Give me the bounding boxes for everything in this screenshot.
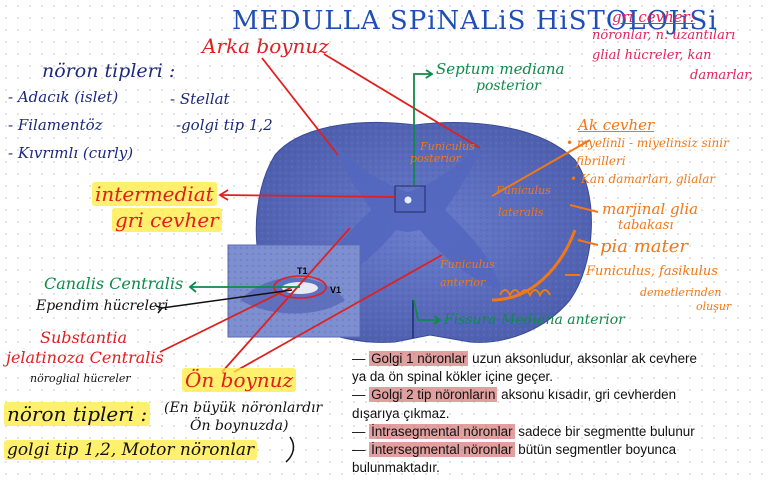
note-text-5: sadece bir segmentte bulunur: [514, 423, 695, 439]
gray-matter-line-2: glial hücreler, kan: [592, 48, 712, 63]
label-intermediat-text: intermediat: [92, 182, 217, 206]
gray-matter-region: [316, 140, 500, 290]
label-septum: Septum mediana: [436, 60, 565, 78]
funiculus-note-2: demetlerinden: [640, 286, 722, 299]
label-pia-mater: pia mater: [600, 236, 689, 257]
label-arka-boynuz: Arka boynuz: [202, 34, 329, 58]
label-gri-cevher: gri cevher: [112, 208, 222, 232]
label-gri-cevher-text: gri cevher: [112, 208, 222, 232]
white-matter-line-1: • myelinli - miyelinsiz sinir: [566, 136, 729, 150]
label-substantia-2: jelatinoza Centralis: [6, 348, 164, 367]
neuron-type-filamentoz: - Filamentöz: [8, 116, 103, 134]
neuron-type-curly: - Kıvrımlı (curly): [8, 144, 134, 162]
label-funiculus-posterior-2: posterior: [410, 152, 461, 165]
funiculus-note-3: oluşur: [696, 300, 732, 313]
neuron-types-heading: nöron tipleri :: [42, 60, 176, 82]
note-line-1: — Golgi 1 nöronlar uzun aksonludur, akso…: [352, 351, 697, 366]
central-canal: [404, 196, 412, 204]
note-line-2: ya da ön spinal kökler içine geçer.: [352, 368, 764, 386]
note-line-5: — İntrasegmental nöronlar sadece bir seg…: [352, 423, 695, 439]
neuron-types-paren-1: (En büyük nöronlardır: [164, 400, 323, 416]
inset-marker-t: T1: [297, 266, 308, 276]
note-line-6: — İntersegmental nöronlar bütün segmentl…: [352, 442, 677, 458]
neuron-types-bottom-line-text: golgi tip 1,2, Motor nöronlar: [4, 440, 258, 460]
label-canalis-centralis: Canalis Centralis: [44, 274, 184, 293]
label-on-boynuz: Ön boynuz: [182, 368, 297, 392]
label-funiculus-lateralis-2: lateralis: [498, 206, 544, 219]
label-funiculus-lateralis: Funiculus: [496, 184, 551, 197]
white-matter-heading: Ak cevher: [578, 116, 655, 134]
gray-matter-line-1: nöronlar, n. uzantıları: [592, 28, 736, 43]
label-ependim: Ependim hücreleri: [36, 298, 169, 314]
neuron-types-bottom-heading-text: nöron tipleri :: [4, 402, 151, 426]
gray-matter-line-3: damarlar,: [690, 68, 754, 83]
note-text-3: aksonu kısadır, gri cevherden: [497, 387, 677, 403]
label-funiculus-anterior: Funiculus: [440, 258, 495, 271]
label-on-boynuz-text: Ön boynuz: [182, 368, 297, 392]
note-line-4: dışarıya çıkmaz.: [352, 405, 764, 423]
inset-marker-v: V1: [330, 285, 342, 295]
note-text-6: bütün segmentler boyunca: [514, 442, 677, 458]
note-line-7: bulunmaktadır.: [352, 459, 764, 477]
label-septum-2: posterior: [476, 78, 541, 94]
neuron-types-paren-2: Ön boynuzda): [190, 418, 289, 434]
neuron-type-stellat: - Stellat: [170, 90, 230, 108]
note-line-3: — Golgi 2 tip nöronların aksonu kısadır,…: [352, 387, 677, 403]
label-substantia: Substantia: [40, 328, 128, 347]
funiculus-note-1: Funiculus, fasikulus: [586, 264, 718, 279]
notes-block: — Golgi 1 nöronlar uzun aksonludur, akso…: [352, 350, 764, 477]
label-noroglial: nöroglial hücreler: [30, 372, 131, 385]
note-hl-6: İntersegmental nöronlar: [369, 442, 515, 458]
label-funiculus-anterior-2: anterior: [440, 276, 486, 289]
page-title: MEDULLA SPiNALiS HiSTOLOJiSi: [232, 6, 718, 36]
note-hl-1: Golgi 1 nöronlar: [369, 351, 469, 366]
note-text-1: uzun aksonludur, aksonlar ak cevhere: [468, 351, 697, 366]
note-hl-3: Golgi 2 tip nöronların: [369, 387, 498, 403]
neuron-types-bottom-line: golgi tip 1,2, Motor nöronlar: [4, 440, 258, 460]
label-marjinal-glia-2: tabakası: [618, 218, 674, 233]
neuron-type-islet: - Adacık (islet): [8, 88, 119, 106]
neuron-type-golgi: -golgi tip 1,2: [176, 116, 273, 134]
neuron-types-bottom-heading: nöron tipleri :: [4, 402, 151, 426]
note-text-4: dışarıya çıkmaz.: [352, 405, 450, 421]
note-text-7: bulunmaktadır.: [352, 460, 440, 476]
label-funiculus-posterior: Funiculus: [420, 140, 475, 153]
note-hl-5: İntrasegmental nöronlar: [369, 423, 515, 439]
white-matter-line-2: fibrilleri: [576, 154, 626, 168]
label-intermediat: intermediat: [92, 182, 217, 206]
note-text-2: ya da ön spinal kökler içine geçer.: [352, 369, 553, 385]
label-marjinal-glia: marjinal glia: [602, 200, 699, 218]
white-matter-line-3: • Kan damarları, glialar: [570, 172, 716, 186]
gray-matter-heading: gri cevher:: [612, 8, 695, 26]
label-fissura: Fissura Mediana anterior: [444, 312, 625, 328]
